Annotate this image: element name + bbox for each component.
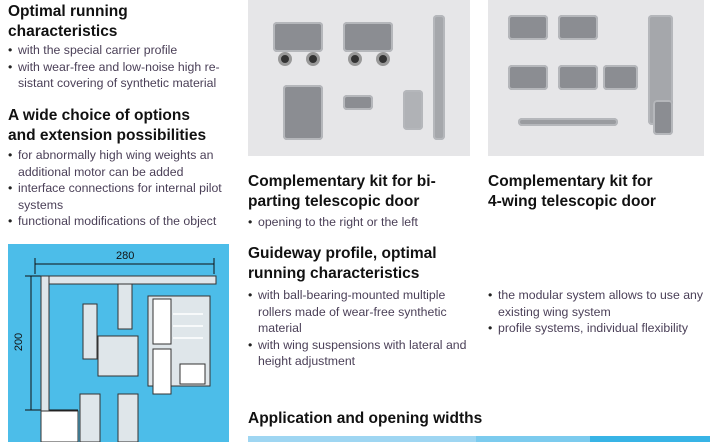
carrier-part	[273, 22, 323, 52]
dimension-height-label: 200	[13, 332, 26, 352]
profile-cross-section-diagram: 280 200	[8, 244, 229, 443]
technical-drawing	[25, 258, 217, 443]
small-parts	[518, 118, 618, 126]
heading-line: Guideway profile, optimal	[248, 245, 437, 262]
carrier-part	[508, 65, 548, 90]
4wing-kit-photo	[488, 0, 704, 156]
color-bar-segment	[248, 436, 476, 442]
roller	[348, 52, 362, 66]
color-bar-segment	[476, 436, 590, 442]
options-list: for abnormally high wing weights an addi…	[8, 147, 233, 230]
heading-options: A wide choice of options and extension po…	[8, 106, 206, 146]
bracket-part	[343, 95, 373, 110]
heading-optimal-running: Optimal running characteristics	[8, 2, 128, 42]
rail-part	[433, 15, 445, 140]
heading-application: Application and opening widths	[248, 410, 483, 427]
carrier-part	[558, 15, 598, 40]
heading-line: running characteristics	[248, 265, 420, 282]
roller	[306, 52, 320, 66]
biparting-kit-photo	[248, 0, 470, 156]
modular-list: the modular system allows to use any exi…	[488, 287, 710, 337]
carrier-part	[343, 22, 393, 52]
list-item: for abnormally high wing weights an addi…	[8, 147, 233, 180]
heading-guideway: Guideway profile, optimal running charact…	[248, 244, 437, 284]
list-item: opening to the right or the left	[248, 214, 478, 231]
heading-line: characteristics	[8, 23, 118, 40]
bracket-part	[403, 90, 423, 130]
heading-line: Complementary kit for	[488, 173, 653, 190]
heading-line: A wide choice of options	[8, 107, 190, 124]
list-item: with the special carrier profile	[8, 42, 233, 59]
list-item: with ball-bearing-mounted multiple rolle…	[248, 287, 473, 337]
carrier-part	[603, 65, 638, 90]
heading-4wing-kit: Complementary kit for 4-wing telescopic d…	[488, 172, 656, 212]
heading-biparting-kit: Complementary kit for bi-parting telesco…	[248, 172, 436, 212]
heading-line: Optimal running	[8, 3, 128, 20]
heading-line: Complementary kit for bi-	[248, 173, 436, 190]
list-item: functional modifications of the object	[8, 213, 233, 230]
roller	[278, 52, 292, 66]
carrier-part	[558, 65, 598, 90]
optimal-running-list: with the special carrier profile with we…	[8, 42, 233, 92]
list-item: profile systems, individual flexibility	[488, 320, 710, 337]
pulley-part	[283, 85, 323, 140]
carrier-part	[508, 15, 548, 40]
heading-line: 4-wing telescopic door	[488, 193, 656, 210]
heading-line: and extension possibilities	[8, 127, 207, 144]
biparting-list: opening to the right or the left	[248, 214, 478, 231]
pulley-part	[653, 100, 673, 135]
roller	[376, 52, 390, 66]
dimension-width-label: 280	[116, 250, 135, 262]
color-bar-segment	[590, 436, 710, 442]
list-item: the modular system allows to use any exi…	[488, 287, 710, 320]
heading-line: parting telescopic door	[248, 193, 420, 210]
list-item: with wing suspensions with lateral and h…	[248, 337, 473, 370]
list-item: with wear-free and low-noise high re-sis…	[8, 59, 233, 92]
guideway-list: with ball-bearing-mounted multiple rolle…	[248, 287, 473, 370]
list-item: interface connections for internal pilot…	[8, 180, 233, 213]
